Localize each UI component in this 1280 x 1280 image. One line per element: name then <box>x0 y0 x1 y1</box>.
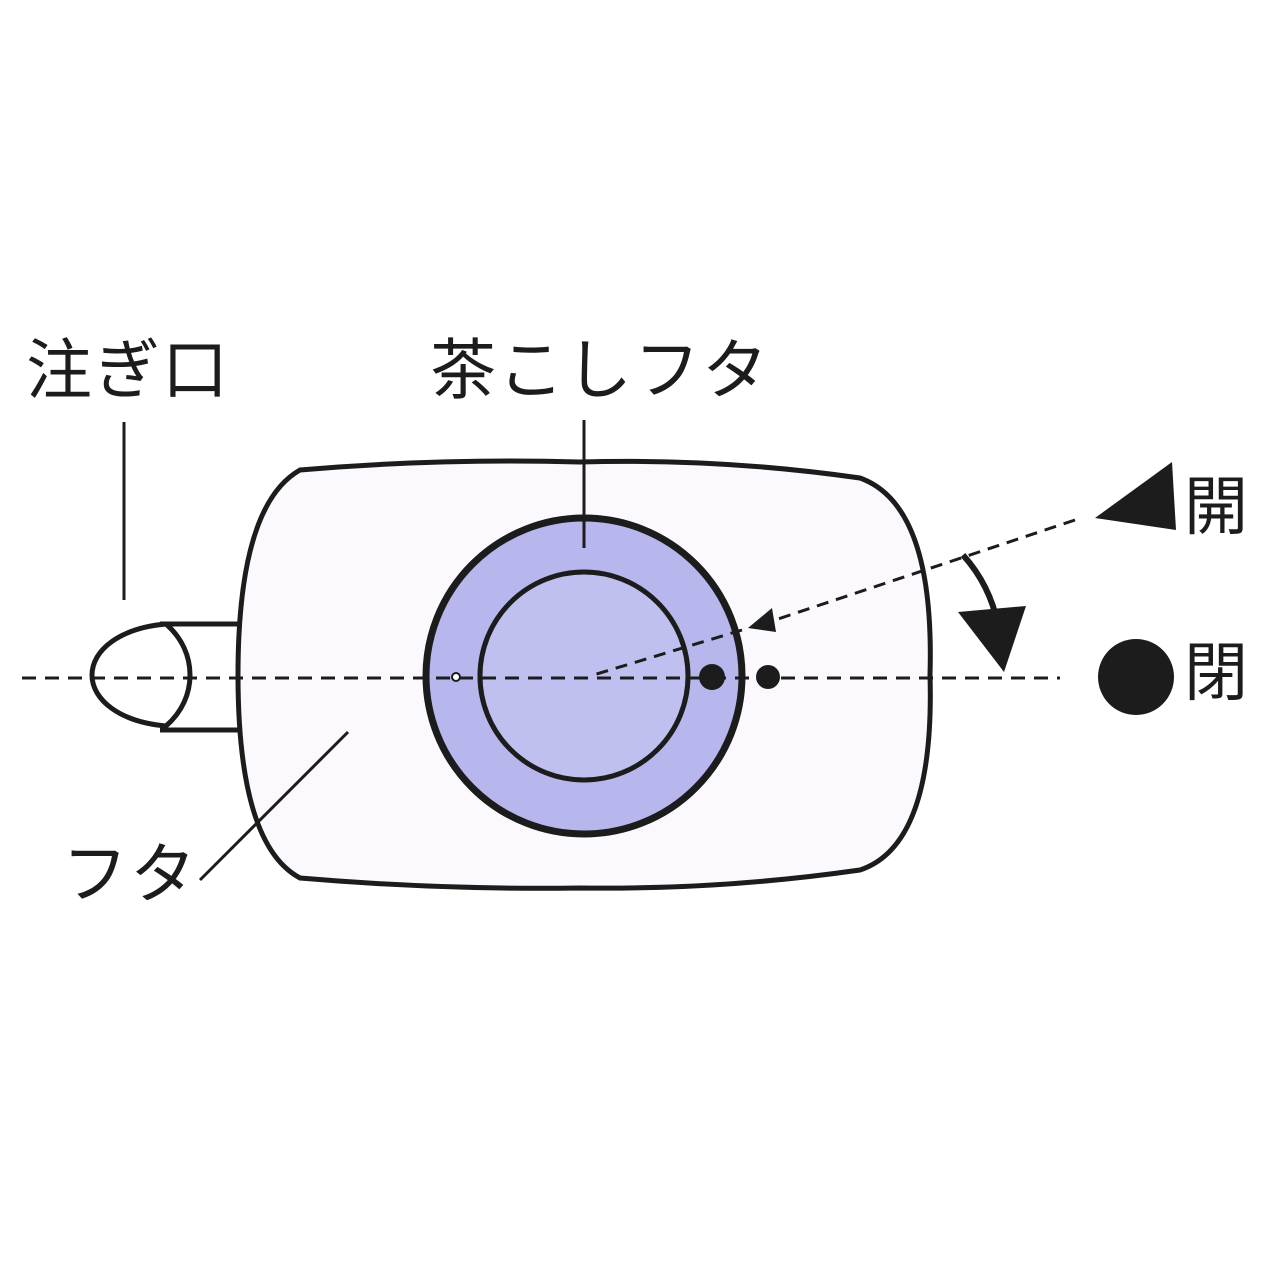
open-guide-line-inner <box>589 628 743 678</box>
center-marker <box>451 672 461 682</box>
lid-leader <box>198 730 350 882</box>
strainer-lid-label: 茶こしフタ <box>430 332 770 409</box>
arrow-down-icon <box>958 606 1026 672</box>
open-guide-line <box>774 518 1076 622</box>
spout <box>89 621 247 733</box>
strainer-lid-dot <box>699 664 725 690</box>
strainer-lid-inner <box>477 569 691 783</box>
spout-label: 注ぎ口 <box>26 332 230 409</box>
triangle-icon <box>1095 462 1176 530</box>
spout-tip <box>89 621 193 729</box>
body-dot <box>756 665 780 689</box>
open-label: 開 <box>1184 471 1248 545</box>
open-guide-arrowhead <box>748 608 776 632</box>
circle-icon <box>1098 639 1174 715</box>
lid-label: フタ <box>62 836 198 913</box>
close-label: 閉 <box>1184 637 1248 711</box>
